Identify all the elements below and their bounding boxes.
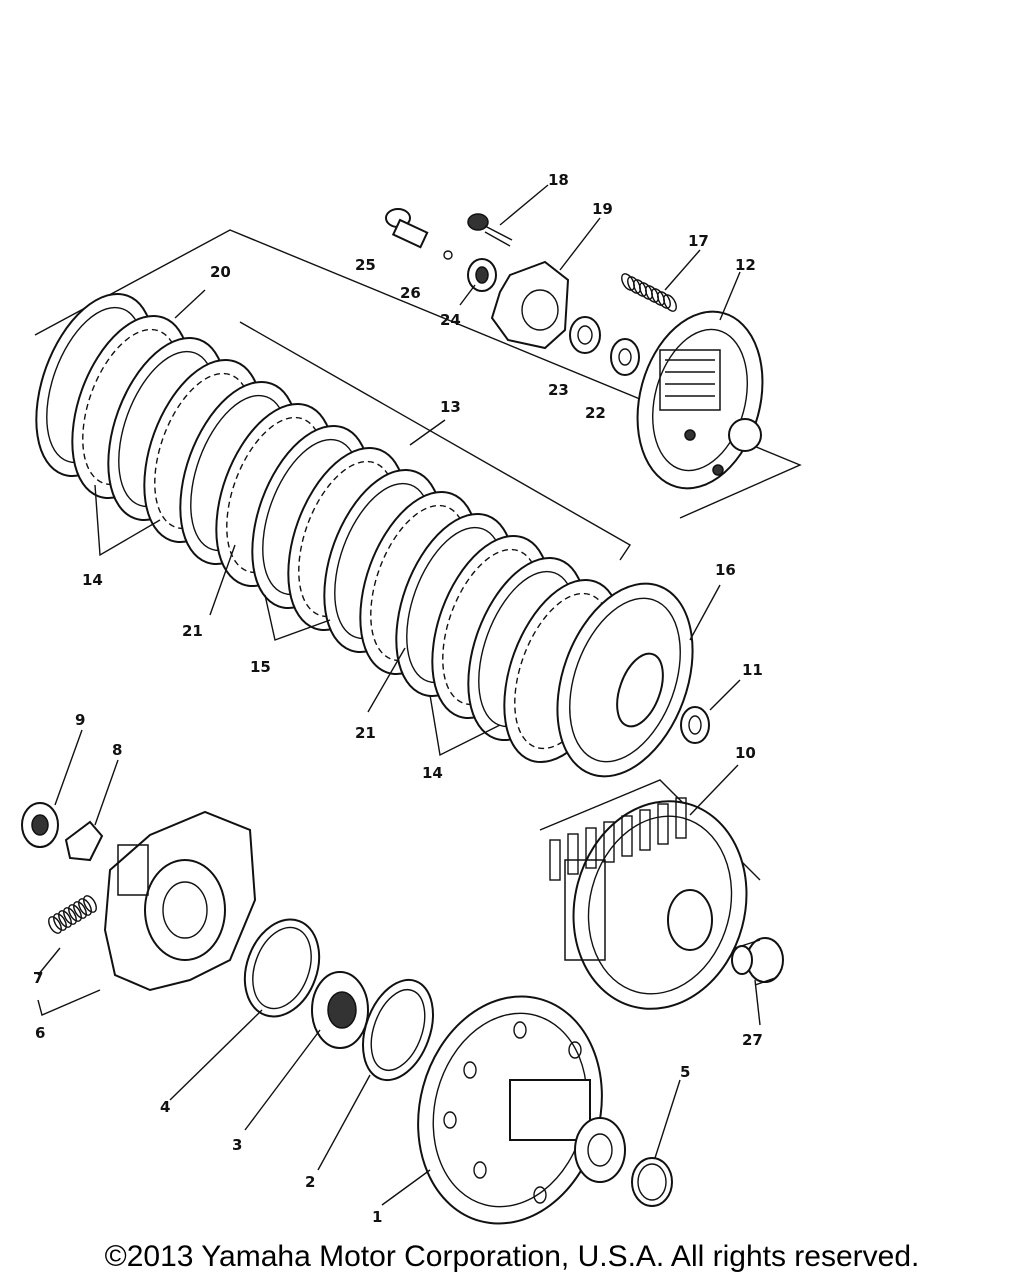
label-27: 27: [742, 1031, 763, 1049]
spring-coil: [83, 895, 97, 913]
housing-tooth: [549, 839, 561, 881]
housing-tooth: [585, 827, 597, 869]
label-19: 19: [592, 200, 613, 218]
label-8: 8: [112, 741, 122, 759]
label-23: 23: [548, 381, 569, 399]
clutch-housing: [539, 779, 784, 1010]
label-3: 3: [232, 1136, 242, 1154]
housing-tooth: [621, 815, 633, 857]
pressure-plate: [636, 310, 764, 490]
spring-coil: [63, 907, 77, 925]
label-21-left: 21: [182, 622, 203, 640]
label-17: 17: [688, 232, 709, 250]
copyright-notice: ©2013 Yamaha Motor Corporation, U.S.A. A…: [104, 1240, 920, 1273]
leader-lines: [37, 184, 761, 1206]
label-25: 25: [355, 256, 376, 274]
part-labels: 1 2 3 4 5 6 7 8 9 10 11 12 13 14 14 15 1…: [33, 171, 763, 1226]
label-7: 7: [33, 969, 43, 987]
label-15: 15: [250, 658, 271, 676]
hub-hole: [513, 1021, 527, 1039]
label-2: 2: [305, 1173, 315, 1191]
label-11: 11: [742, 661, 763, 679]
label-12: 12: [735, 256, 756, 274]
hub-hole: [568, 1041, 582, 1059]
label-21-right: 21: [355, 724, 376, 742]
label-6: 6: [35, 1024, 45, 1042]
hub-hole: [443, 1111, 457, 1129]
spring-coil: [627, 276, 641, 294]
spring-coil: [48, 916, 62, 934]
spring-coil: [58, 910, 72, 928]
label-20: 20: [210, 263, 231, 281]
label-5: 5: [680, 1063, 690, 1081]
label-9: 9: [75, 711, 85, 729]
label-13: 13: [440, 398, 461, 416]
spring-coil: [68, 904, 82, 922]
spring-coil: [657, 291, 671, 309]
spring-coil: [645, 285, 659, 303]
clutch-exploded-diagram: 1 2 3 4 5 6 7 8 9 10 11 12 13 14 14 15 1…: [21, 171, 802, 1226]
spring-coil: [651, 288, 665, 306]
spring-coil: [633, 279, 647, 297]
label-4: 4: [160, 1098, 170, 1116]
hub-hole: [473, 1161, 487, 1179]
pressure-plate-16: [556, 582, 710, 778]
hub-hole: [463, 1061, 477, 1079]
label-22: 22: [585, 404, 606, 422]
label-24: 24: [440, 311, 461, 329]
label-18: 18: [548, 171, 569, 189]
housing-tooth: [675, 797, 687, 839]
housing-tooth: [603, 821, 615, 863]
label-14-right: 14: [422, 764, 443, 782]
push-rod-parts: [385, 208, 677, 376]
spring-coil: [639, 282, 653, 300]
label-14-left: 14: [82, 571, 103, 589]
housing-tooth: [639, 809, 651, 851]
label-26: 26: [400, 284, 421, 302]
housing-tooth: [567, 833, 579, 875]
spring-coil: [621, 273, 635, 291]
label-10: 10: [735, 744, 756, 762]
hub-hole: [533, 1186, 547, 1204]
label-16: 16: [715, 561, 736, 579]
upper-plate-stack: [34, 229, 802, 764]
housing-tooth: [657, 803, 669, 845]
rings-group: [243, 918, 434, 1082]
primary-hub: [417, 995, 673, 1225]
spring-coil: [78, 898, 92, 916]
spring-coil: [73, 901, 87, 919]
spring-coil: [663, 294, 677, 312]
centrifugal-clutch: [21, 802, 257, 992]
label-1: 1: [372, 1208, 382, 1226]
spring-coil: [53, 913, 67, 931]
